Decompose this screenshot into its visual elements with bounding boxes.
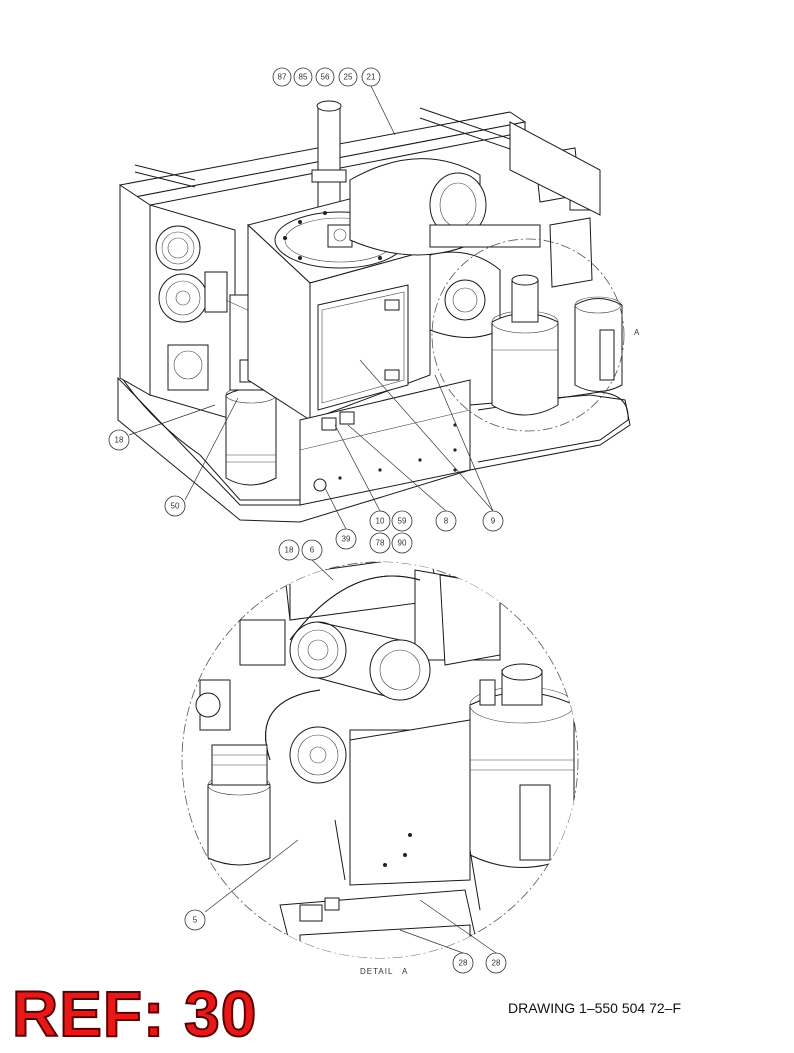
callouts-detail: 18 6 5 28 28 (184, 539, 507, 974)
callout-90: 90 (391, 532, 413, 554)
leaders-detail (204, 559, 497, 954)
svg-text:28: 28 (459, 959, 468, 968)
callout-18: 18 (108, 429, 130, 451)
detail-a-view (181, 561, 579, 959)
svg-text:25: 25 (344, 73, 353, 82)
main-assembly (117, 100, 631, 523)
callout-10: 10 (369, 510, 391, 532)
detail-title: DETAIL A (360, 967, 408, 976)
callout-detail-18: 18 (278, 539, 300, 561)
panel-bolts (338, 423, 457, 480)
callout-78: 78 (369, 532, 391, 554)
svg-text:85: 85 (299, 73, 308, 82)
callout-50: 50 (164, 495, 186, 517)
callout-56: 56 (315, 67, 335, 87)
callout-87: 87 (272, 67, 292, 87)
detail-marker-a: A (634, 328, 640, 337)
callout-9: 9 (482, 510, 504, 532)
svg-text:6: 6 (310, 546, 315, 555)
ref-label: REF: 30 (11, 978, 258, 1050)
svg-text:8: 8 (444, 517, 449, 526)
leaders-main (128, 85, 494, 530)
callout-21: 21 (361, 67, 381, 87)
svg-text:59: 59 (398, 517, 407, 526)
svg-text:5: 5 (193, 916, 198, 925)
drawing-number: DRAWING 1–550 504 72–F (508, 1000, 682, 1016)
callout-8: 8 (435, 510, 457, 532)
callout-59: 59 (391, 510, 413, 532)
svg-text:18: 18 (285, 546, 294, 555)
svg-text:78: 78 (376, 539, 385, 548)
callout-detail-28-a: 28 (452, 952, 474, 974)
svg-text:9: 9 (491, 517, 496, 526)
svg-text:90: 90 (398, 539, 407, 548)
callout-85: 85 (293, 67, 313, 87)
svg-text:21: 21 (367, 73, 376, 82)
detail-title-letter: A (402, 967, 408, 976)
svg-text:18: 18 (115, 436, 124, 445)
callout-39: 39 (335, 528, 357, 550)
callout-25: 25 (338, 67, 358, 87)
svg-text:56: 56 (321, 73, 330, 82)
callout-detail-6: 6 (301, 539, 323, 561)
svg-text:87: 87 (278, 73, 287, 82)
callout-detail-5: 5 (184, 909, 206, 931)
svg-text:28: 28 (492, 959, 501, 968)
svg-text:50: 50 (171, 502, 180, 511)
detail-title-label: DETAIL (360, 967, 393, 976)
svg-text:39: 39 (342, 535, 351, 544)
svg-text:10: 10 (376, 517, 385, 526)
callout-detail-28-b: 28 (485, 952, 507, 974)
